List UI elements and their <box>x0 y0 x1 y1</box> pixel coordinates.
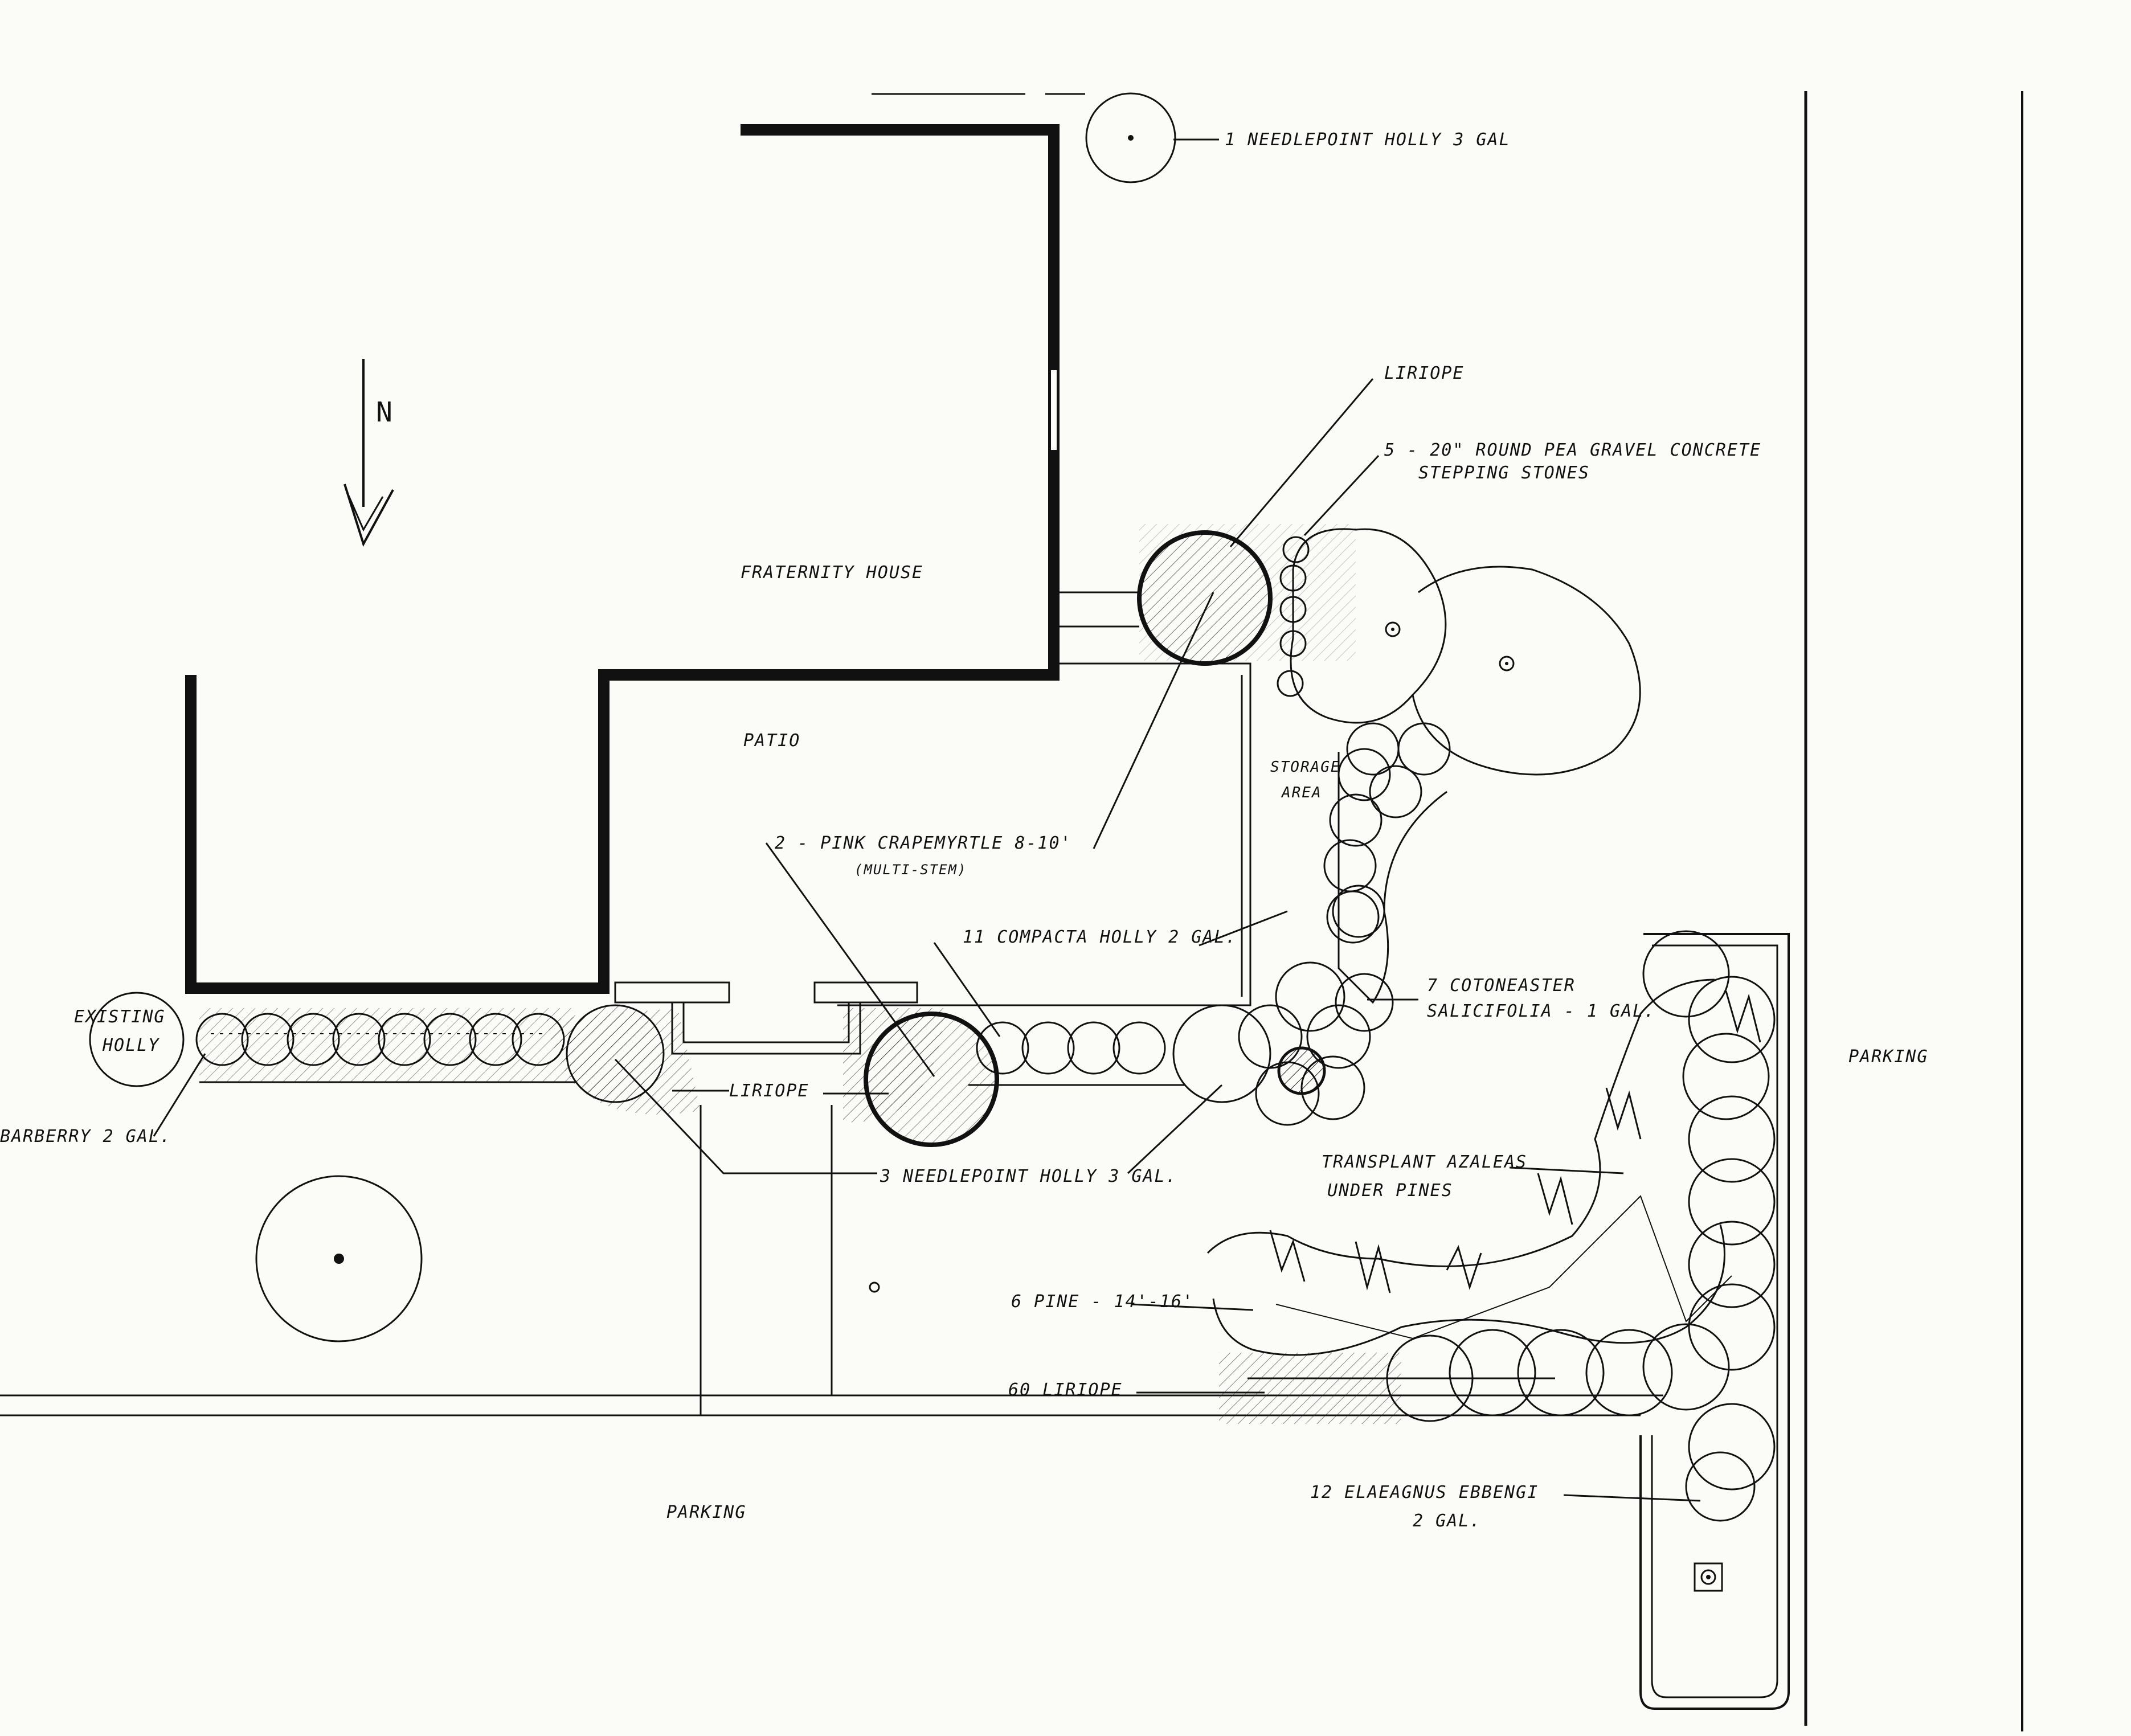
label-existing-holly-line-1: EXISTING <box>74 1007 166 1027</box>
leader-lines <box>153 138 1701 1502</box>
label-parking-right: PARKING <box>1848 1047 1928 1067</box>
label-liriope-60: 60 LIRIOPE <box>1008 1380 1123 1400</box>
label-stepping-stones-line-1: 5 - 20" ROUND PEA GRAVEL CONCRETE <box>1384 440 1761 460</box>
label-cotoneaster-line-2: SALICIFOLIA - 1 GAL. <box>1427 1001 1655 1021</box>
label-fraternity-house: FRATERNITY HOUSE <box>741 563 923 583</box>
label-compacta-holly: 11 COMPACTA HOLLY 2 GAL. <box>963 927 1237 947</box>
existing-holly <box>89 992 185 1087</box>
label-cotoneaster-line-1: 7 COTONEASTER <box>1427 976 1576 996</box>
crapemyrtle-trees <box>864 530 1273 1147</box>
label-transplant-line-1: TRANSPLANT AZALEAS <box>1322 1152 1527 1172</box>
label-elaeagnus-line-1: 12 ELAEAGNUS EBBENGI <box>1310 1483 1539 1502</box>
liriope-beds <box>547 524 1401 1424</box>
label-liriope-top: LIRIOPE <box>1384 363 1464 383</box>
compacta-holly-row <box>976 722 1451 1075</box>
label-crapemyrtle-line-2: (MULTI-STEM) <box>854 862 967 878</box>
label-needlepoint-holly-top: 1 NEEDLEPOINT HOLLY 3 GAL <box>1225 130 1511 150</box>
label-barberry: BARBERRY 2 GAL. <box>0 1127 171 1147</box>
label-parking-bottom: PARKING <box>666 1502 746 1522</box>
label-storage-line-1: STORAGE <box>1270 759 1341 776</box>
large-tree-left <box>255 1175 880 1342</box>
elaeagnus-shrubs <box>1386 930 1776 1522</box>
label-elaeagnus-line-2: 2 GAL. <box>1413 1511 1481 1531</box>
label-crapemyrtle-line-1: 2 - PINK CRAPEMYRTLE 8-10' <box>775 833 1072 853</box>
label-existing-holly-line-2: HOLLY <box>102 1035 159 1055</box>
label-north: N <box>376 396 394 428</box>
fraternity-house-walls <box>185 124 1139 994</box>
label-liriope-mid: LIRIOPE <box>729 1081 809 1101</box>
property-lines <box>0 91 2023 1731</box>
label-pine: 6 PINE - 14'-16' <box>1011 1292 1194 1312</box>
label-transplant-line-2: UNDER PINES <box>1327 1181 1453 1201</box>
needlepoint-holly-beds <box>566 961 1394 1126</box>
patio-outline <box>614 662 1251 1055</box>
parking-island-bed <box>1639 933 1790 1710</box>
label-patio: PATIO <box>743 731 800 751</box>
barberry-hedge <box>195 1008 575 1082</box>
label-stepping-stones-line-2: STEPPING STONES <box>1418 463 1590 483</box>
label-needlepoint-holly-3: 3 NEEDLEPOINT HOLLY 3 GAL. <box>880 1166 1177 1186</box>
existing-large-trees <box>1290 528 1641 776</box>
label-storage-line-2: AREA <box>1281 784 1322 801</box>
north-arrow <box>343 359 394 547</box>
needlepoint-holly-top <box>1085 92 1176 183</box>
plan-labels: 1 NEEDLEPOINT HOLLY 3 GAL LIRIOPE 5 - 20… <box>0 130 1928 1531</box>
azalea-pine-bed <box>1206 978 1761 1356</box>
